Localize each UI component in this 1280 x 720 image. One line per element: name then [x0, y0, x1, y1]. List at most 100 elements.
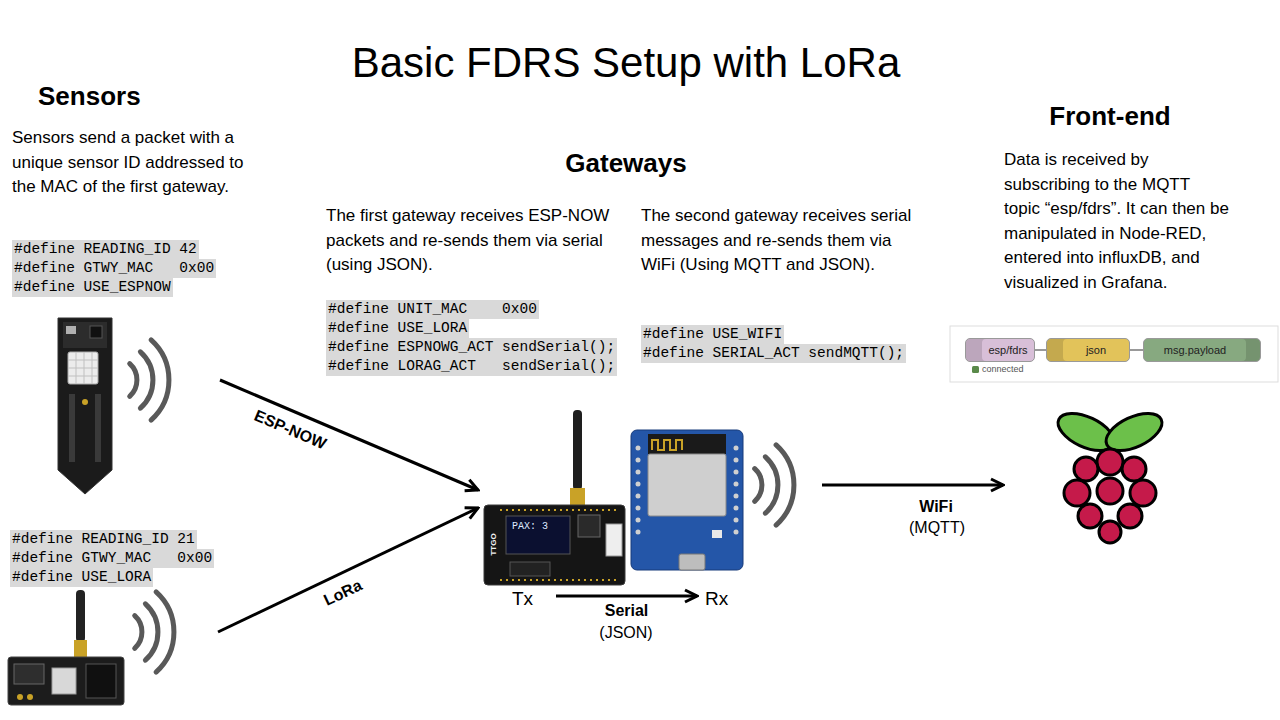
description: Data is received by subscribing to the M…	[1004, 148, 1230, 295]
raspberry-pi-logo	[1130, 480, 1156, 506]
node-red-flow	[972, 366, 979, 373]
wifi-gateway-board	[734, 518, 739, 523]
lora-gateway-board	[510, 562, 550, 576]
frontend-node: Front-endData is received by subscribing…	[1003, 100, 1253, 550]
description: The first gateway receives ESP-NOW packe…	[326, 204, 626, 278]
status-text: connected	[982, 364, 1024, 375]
radio-waves	[755, 469, 762, 502]
raspberry-pi-logo	[1097, 449, 1123, 475]
wifi-gateway-board	[631, 430, 743, 570]
wifi-gateway-board	[636, 506, 641, 511]
code-line: #define SERIAL_ACT sendMQTT();	[641, 344, 906, 363]
lora-gateway-board	[606, 524, 622, 556]
lora-sensor-board	[52, 668, 76, 694]
code-line: #define USE_LORA	[10, 568, 153, 587]
soil-sensor	[72, 394, 98, 462]
lora-sensor-board	[17, 694, 23, 700]
serial-link	[556, 595, 697, 598]
code-line: #define LORAG_ACT sendSerial();	[326, 357, 617, 376]
flow-node-label: esp/fdrs	[988, 343, 1027, 357]
lora-sensor-board	[76, 590, 85, 642]
wifi-link	[822, 484, 1003, 487]
edge-label: LoRa	[321, 576, 366, 611]
lora-sensor-board	[74, 640, 87, 658]
node-red-flow	[950, 326, 1278, 382]
radio-waves	[140, 352, 153, 408]
section-heading: Sensors	[38, 80, 141, 112]
radio-waves	[130, 340, 169, 420]
raspberry-pi-logo	[1122, 457, 1146, 481]
code-line: #define GTWY_MAC 0x00	[10, 549, 214, 568]
soil-sensor	[68, 352, 98, 384]
edge-label: Serial	[605, 601, 649, 621]
wifi-gateway-board	[734, 446, 739, 451]
lora-gateway-board	[484, 505, 625, 585]
lora-gateway-board	[573, 410, 582, 490]
radio-link	[220, 380, 478, 490]
radio-waves	[765, 457, 778, 513]
lora-gateway-board	[578, 515, 600, 537]
wifi-gateway-board	[712, 530, 722, 538]
flow-node: msg.payload	[1143, 338, 1261, 362]
raspberry-pi-logo	[1118, 504, 1142, 528]
raspberry-pi-logo	[1074, 457, 1098, 481]
lora-gateway-board	[500, 510, 620, 580]
radio-link	[218, 508, 478, 632]
wifi-gateway-board	[648, 454, 726, 516]
code-line: #define READING_ID 42	[12, 240, 199, 259]
lora-gateway-board	[570, 488, 585, 506]
code-line: #define GTWY_MAC 0x00	[12, 259, 216, 278]
code-line: #define ESPNOWG_ACT sendSerial();	[326, 338, 617, 357]
wifi-gateway-board	[652, 440, 682, 450]
raspberry-pi-logo	[1078, 504, 1102, 528]
wifi-gateway-board	[734, 470, 739, 475]
wifi-gateway-board	[636, 458, 641, 463]
section-heading: Front-end	[1003, 100, 1217, 132]
sensor-node: #define READING_ID 21#define GTWY_MAC 0x…	[8, 528, 218, 708]
radio-waves	[755, 445, 794, 525]
flow-wire	[1035, 349, 1046, 351]
lora-sensor-board	[14, 664, 44, 684]
raspberry-pi-logo	[1097, 478, 1123, 504]
wifi-gateway-board	[631, 430, 743, 570]
lora-sensor-board	[27, 694, 33, 700]
wifi-gateway-board	[636, 494, 641, 499]
wifi-gateway-board	[636, 530, 641, 535]
protocol-note: (JSON)	[576, 623, 676, 643]
soil-sensor	[68, 352, 98, 384]
soil-sensor	[58, 318, 112, 494]
lora-sensor-board	[8, 590, 124, 705]
flow-node-label: msg.payload	[1164, 343, 1226, 357]
raspberry-pi-logo	[1099, 521, 1121, 543]
wifi-gateway-board	[648, 434, 726, 454]
soil-sensor	[90, 326, 102, 338]
raspberry-pi-logo	[1052, 406, 1167, 543]
board-marking: TTGO	[489, 533, 498, 555]
port-label: Tx	[512, 588, 533, 610]
radio-waves	[151, 340, 169, 420]
gateway-node: Tx	[478, 405, 556, 613]
wifi-gateway-board	[734, 494, 739, 499]
lora-gateway-board	[484, 410, 625, 585]
code-line: #define READING_ID 21	[10, 530, 197, 549]
flow-node: esp/fdrs	[965, 338, 1035, 362]
wifi-gateway-board	[734, 530, 739, 535]
sensor-node: #define READING_ID 42#define GTWY_MAC 0x…	[10, 238, 220, 492]
radio-waves	[776, 445, 794, 525]
wifi-gateway-board	[734, 506, 739, 511]
port-label: Rx	[705, 588, 728, 610]
wifi-gateway-board	[734, 458, 739, 463]
radio-waves	[135, 592, 174, 672]
code-line: #define USE_WIFI	[641, 325, 784, 344]
edge-label: WiFi	[919, 497, 953, 517]
flow-node: json	[1046, 338, 1130, 362]
code-line: #define UNIT_MAC 0x00	[326, 300, 539, 319]
section-heading: Gateways	[500, 147, 752, 179]
display-text: PAX: 3	[512, 521, 548, 533]
wifi-gateway-board	[734, 482, 739, 487]
code-line: #define USE_LORA	[326, 319, 469, 338]
raspberry-pi-logo	[1064, 480, 1090, 506]
soil-sensor	[82, 399, 88, 405]
